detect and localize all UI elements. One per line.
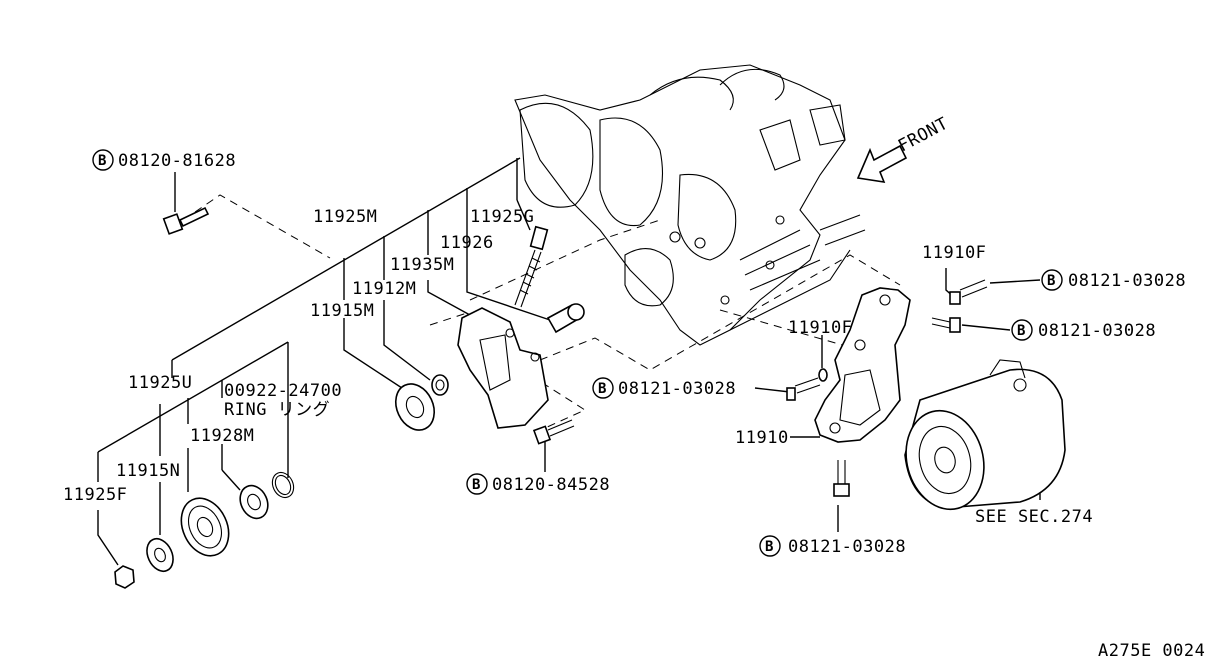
nut-11925F-illustration — [114, 565, 135, 589]
label-11915N: 11915N — [116, 461, 180, 481]
crank-pulley-11915N-illustration — [180, 497, 230, 557]
label-11925U: 11925U — [128, 373, 192, 393]
part-labels: B 08120-81628 11925M 11925G 11926 11935M… — [63, 149, 1205, 661]
bolt-08121-03028-mid-illustration — [786, 377, 821, 401]
label-11928M: 11928M — [190, 426, 254, 446]
label-08121-03028-mid: 08121-03028 — [618, 379, 736, 399]
diagram-ref-code: A275E 0024 — [1098, 641, 1205, 661]
label-08121-03028-bottom: 08121-03028 — [788, 537, 906, 557]
label-08121-03028-top: 08121-03028 — [1068, 271, 1186, 291]
front-direction-arrow: FRONT — [856, 114, 952, 184]
label-11915M: 11915M — [310, 301, 374, 321]
label-00922-24700: 00922-24700 — [224, 381, 342, 401]
snap-ring-00922-24700-illustration — [271, 471, 295, 499]
label-11910F-top: 11910F — [922, 243, 986, 263]
front-label: FRONT — [895, 114, 952, 157]
bolt-marker: B — [1047, 273, 1055, 289]
label-11910: 11910 — [735, 428, 789, 448]
label-11910F-mid: 11910F — [788, 318, 852, 338]
label-08121-03028-right: 08121-03028 — [1038, 321, 1156, 341]
compressor-bracket-11910-illustration — [814, 287, 911, 443]
ac-compressor-illustration — [904, 359, 1066, 511]
bracket-11935M-illustration — [457, 307, 549, 429]
bolt-marker: B — [1017, 323, 1025, 339]
bolt-marker: B — [765, 539, 773, 555]
label-11925M: 11925M — [313, 207, 377, 227]
leader-lines — [97, 157, 1041, 566]
spacer-11912M-illustration — [431, 374, 449, 396]
bolt-marker: B — [472, 477, 480, 493]
label-11925F: 11925F — [63, 485, 127, 505]
bolt-08120-81628-illustration — [162, 206, 210, 235]
bolt-11926-illustration — [546, 303, 585, 334]
bolt-marker-circle — [92, 149, 114, 171]
engine-block-illustration — [514, 64, 866, 346]
label-ring: RING リング — [224, 400, 330, 420]
label-11925G: 11925G — [470, 207, 534, 227]
bolt-11910F-top-illustration — [949, 279, 988, 305]
bolt-08120-84528-illustration — [532, 419, 575, 445]
bolt-marker: B — [98, 153, 106, 169]
bolt-08121-03028-bottom-illustration — [833, 460, 850, 497]
label-11935M: 11935M — [390, 255, 454, 275]
washer-11925F-illustration — [146, 537, 174, 573]
bearing-11928M-illustration — [239, 484, 269, 520]
label-08120-81628: 08120-81628 — [118, 151, 236, 171]
label-08120-84528: 08120-84528 — [492, 475, 610, 495]
idler-pulley-11915M-illustration — [394, 383, 436, 431]
bolt-marker: B — [598, 381, 606, 397]
washer-11910F-mid-illustration — [818, 368, 828, 382]
label-see-sec-274: SEE SEC.274 — [975, 507, 1093, 527]
adjust-bolt-11925G-illustration — [514, 225, 549, 308]
bolt-08121-03028-right-illustration — [931, 317, 961, 333]
label-11912M: 11912M — [352, 279, 416, 299]
label-11926: 11926 — [440, 233, 494, 253]
